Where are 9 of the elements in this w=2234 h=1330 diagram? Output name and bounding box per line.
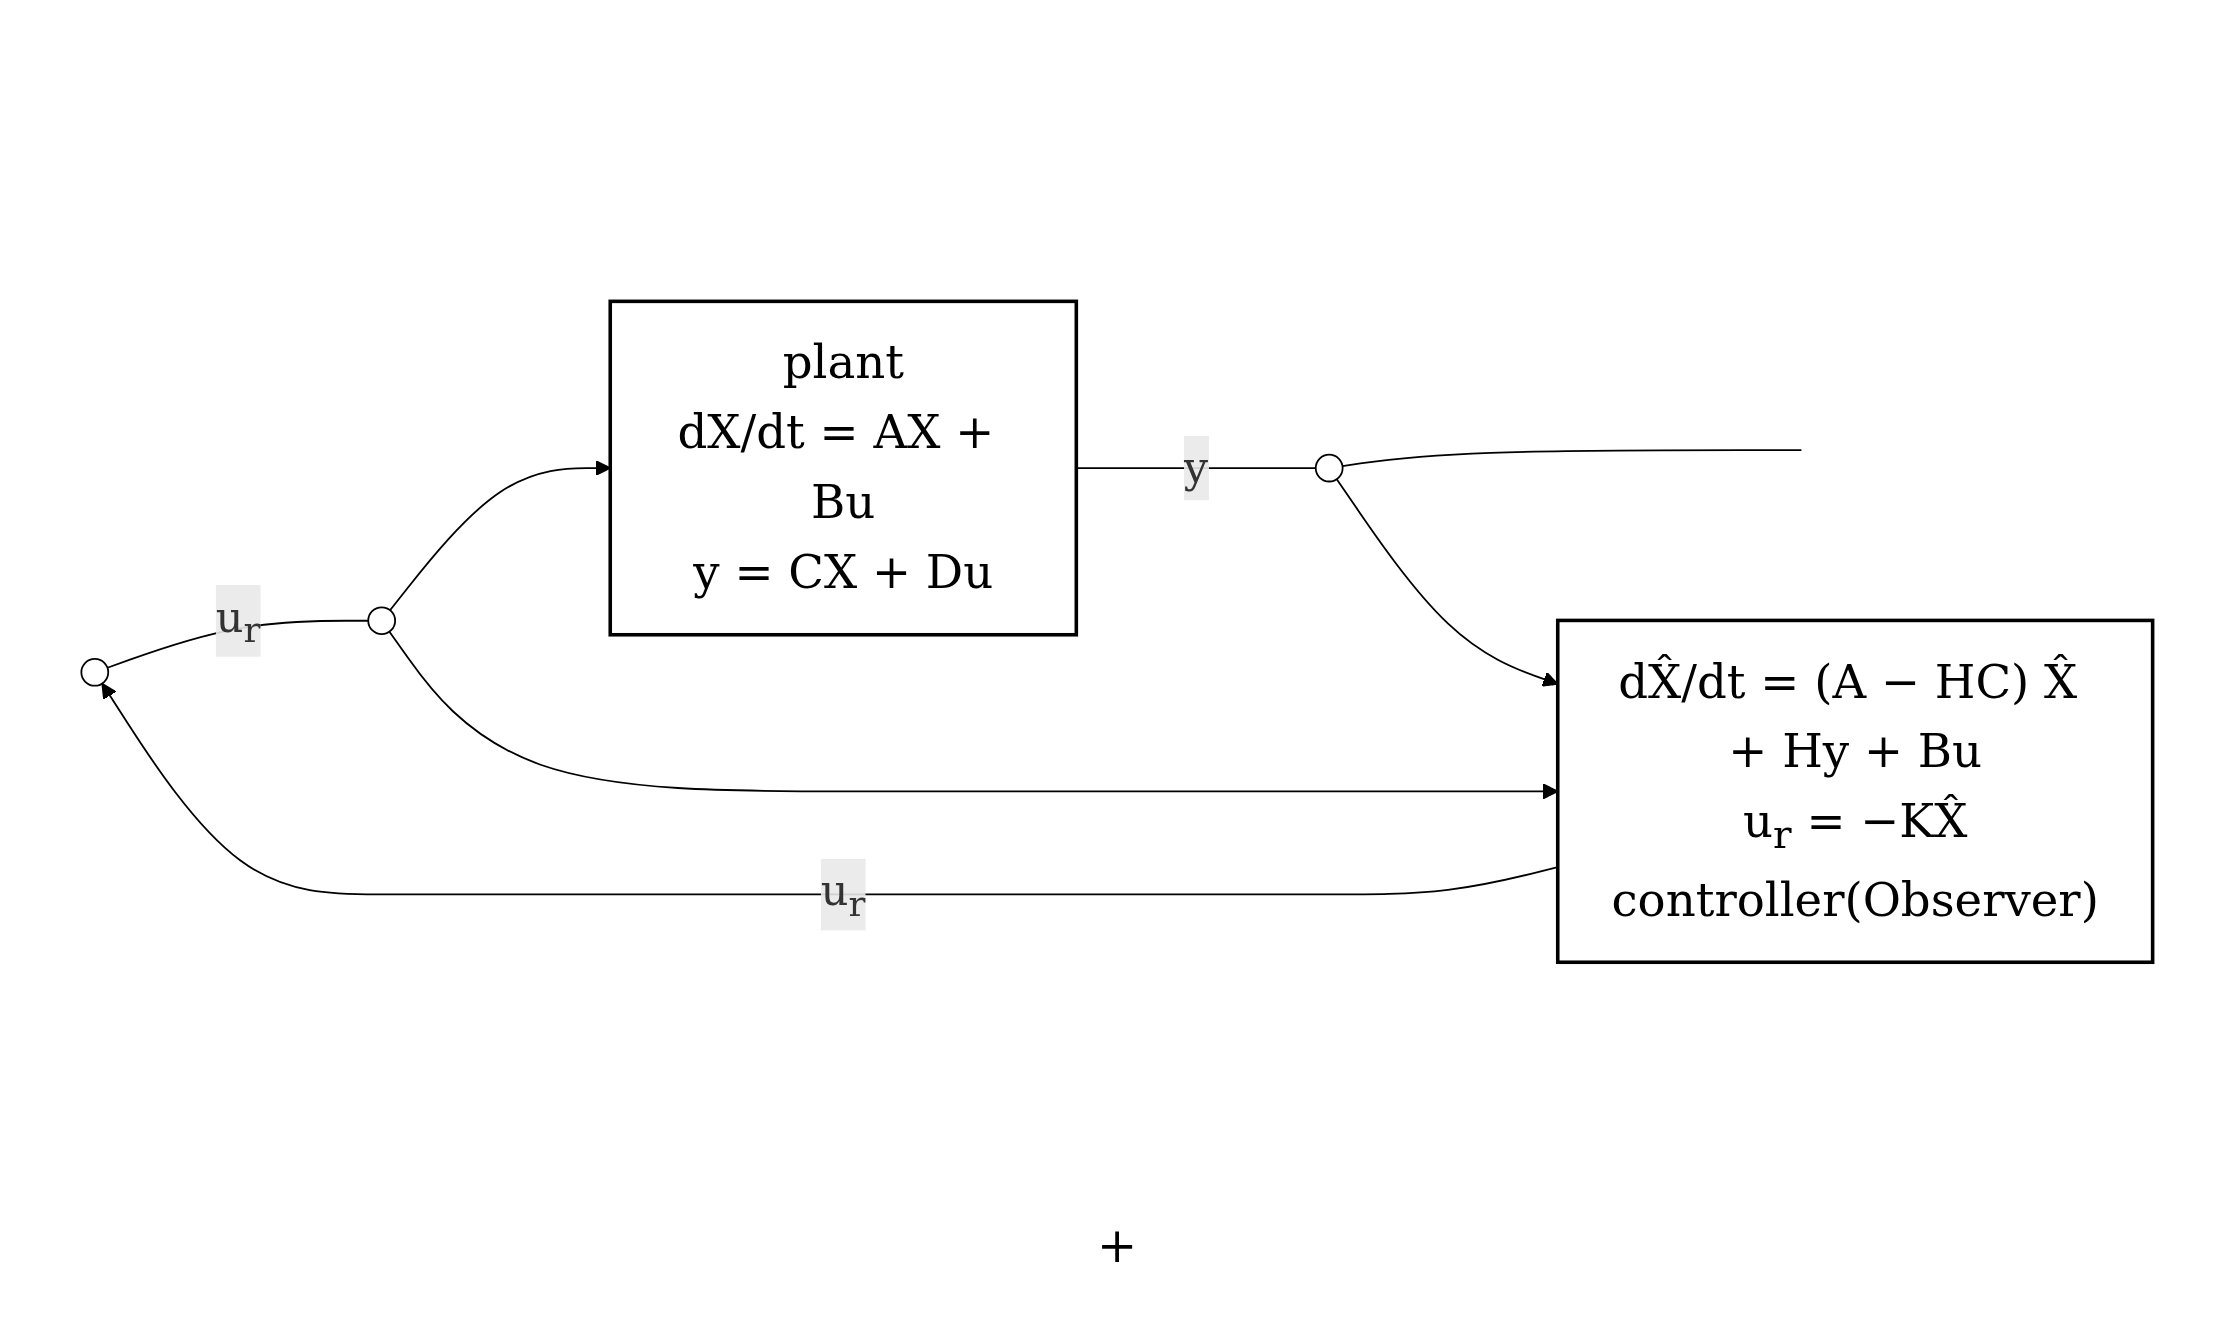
node-box: plant dX/dt = AX + Bu y = CX + Du <box>608 299 1079 637</box>
plus-sign: + <box>1096 1217 1138 1273</box>
node-box: dX̂/dt = (A − HC) X̂ + Hy + Bu u$_{r}$ = −KX̂ controller(Observer) <box>1555 618 2155 965</box>
edge-label: u$_{r}$ <box>215 592 261 652</box>
edge-label: u$_{r}$ <box>820 866 866 925</box>
node-circle <box>1314 453 1344 483</box>
node-circle <box>80 658 110 687</box>
node-circle <box>367 606 397 636</box>
edge-label: y <box>1183 443 1209 494</box>
